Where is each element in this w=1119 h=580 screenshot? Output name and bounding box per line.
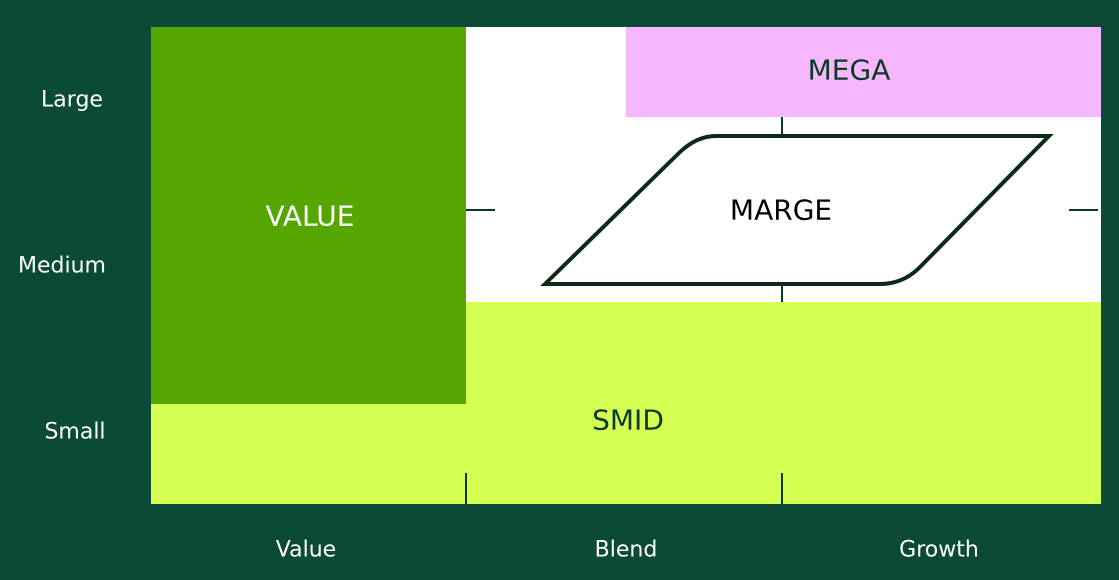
y-axis-label-large: Large [41, 87, 103, 113]
tick-bottom-right [781, 473, 783, 504]
tick-mid-right [1069, 209, 1098, 211]
value-region-label: VALUE [265, 199, 355, 233]
tick-mid-left [466, 209, 495, 211]
smid-region-right [466, 302, 1101, 404]
y-axis-label-small: Small [44, 419, 106, 445]
mega-region [626, 27, 1101, 117]
mega-region-label: MEGA [807, 53, 891, 87]
value-region [151, 27, 466, 404]
smid-region-label: SMID [592, 403, 664, 437]
y-axis-label-medium: Medium [18, 253, 106, 279]
tick-bottom-left [465, 473, 467, 504]
tick-top-center [781, 117, 783, 148]
smid-region-bottom [151, 404, 1101, 504]
x-axis-label-value: Value [275, 537, 337, 563]
marge-region-label: MARGE [729, 193, 833, 227]
x-axis-label-growth: Growth [899, 537, 979, 563]
x-axis-label-blend: Blend [594, 537, 658, 563]
tick-center-lower [781, 272, 783, 302]
